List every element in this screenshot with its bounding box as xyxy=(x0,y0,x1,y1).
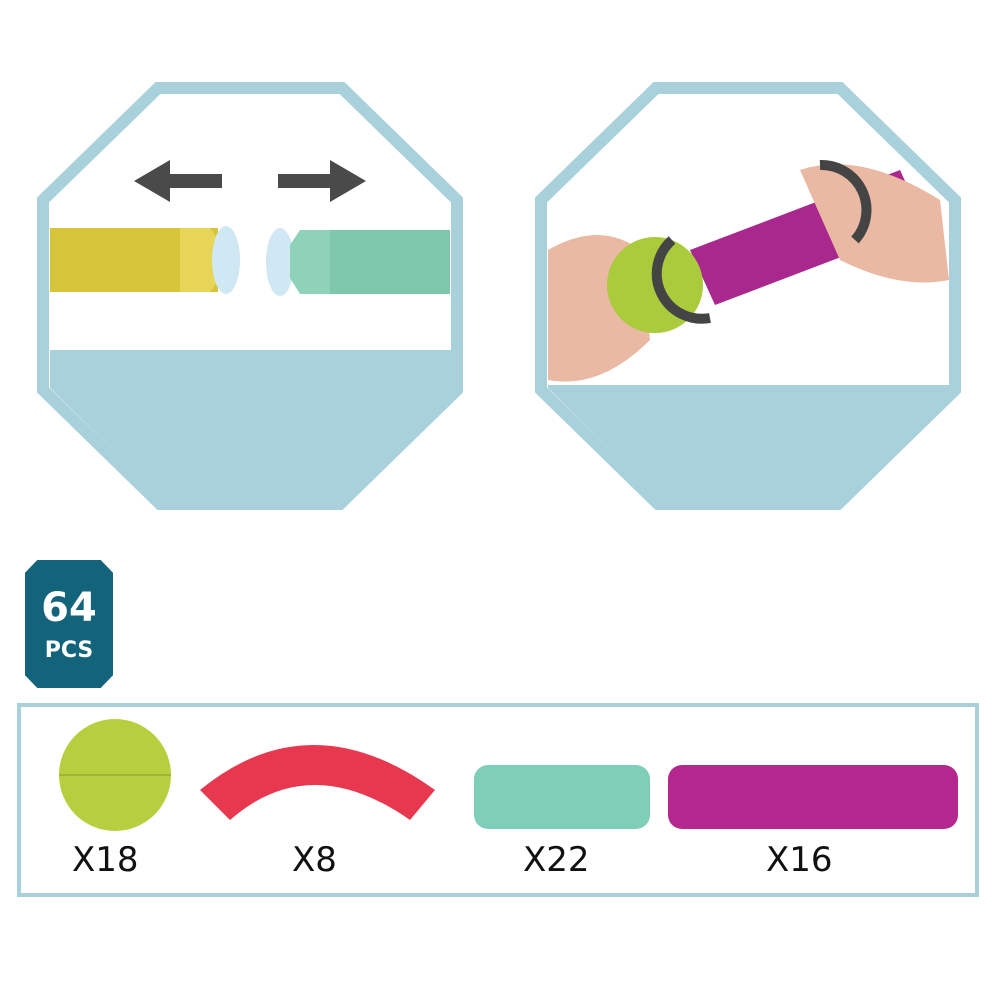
pieces-box xyxy=(17,703,979,897)
rotate-icon xyxy=(651,236,711,324)
short-tube-piece xyxy=(474,765,650,829)
badge-unit: PCS xyxy=(44,638,94,663)
badge-number: 64 xyxy=(41,585,97,631)
arrow-left-icon xyxy=(134,160,222,202)
connect-instruction-panel xyxy=(37,82,463,510)
hand-right xyxy=(800,164,949,283)
long-tube-count: X16 xyxy=(766,840,833,880)
short-tube-count: X22 xyxy=(523,840,590,880)
curved-tube-piece xyxy=(200,745,435,820)
rotate-icon xyxy=(819,159,872,244)
twist-instruction-panel xyxy=(535,82,961,510)
ball-count: X18 xyxy=(72,840,139,880)
long-tube-piece xyxy=(668,765,958,829)
curved-tube-count: X8 xyxy=(292,840,337,880)
arrow-right-icon xyxy=(278,160,366,202)
piece-count-badge: 64 PCS xyxy=(25,560,113,688)
